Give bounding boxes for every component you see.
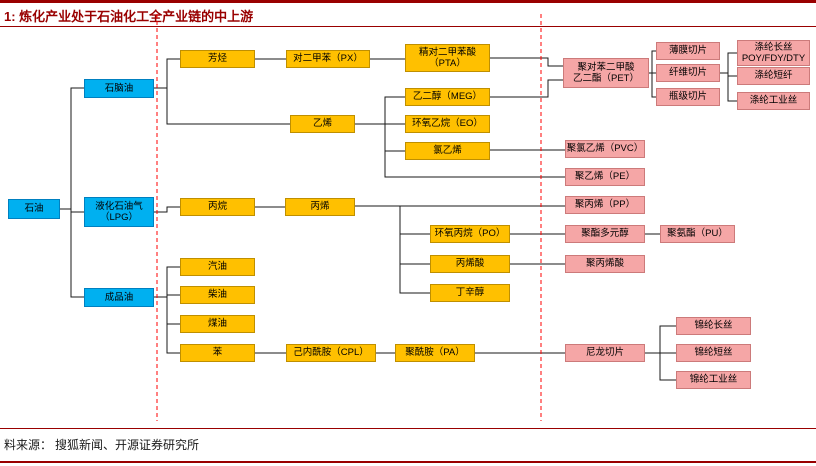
node-nylon_filament: 锦纶长丝 bbox=[676, 317, 751, 335]
node-lpg: 液化石油气（LPG） bbox=[84, 197, 154, 227]
edge-ethylene-pe bbox=[355, 123, 565, 178]
node-pe: 聚乙烯（PE） bbox=[565, 168, 645, 186]
edge-propylene-butanol bbox=[399, 206, 430, 294]
edge-oil-refined bbox=[60, 208, 84, 298]
node-propylene: 丙烯 bbox=[285, 198, 355, 216]
edge-lpg-propane bbox=[154, 206, 180, 213]
node-nylon_staple: 锦纶短丝 bbox=[676, 344, 751, 362]
node-pp: 聚丙烯（PP） bbox=[565, 196, 645, 214]
edge-refined-benzene bbox=[154, 296, 180, 354]
node-aromatics: 芳烃 bbox=[180, 50, 255, 68]
node-polyol: 聚酯多元醇 bbox=[565, 225, 645, 243]
node-px: 对二甲苯（PX） bbox=[286, 50, 370, 68]
edge-nylon_chip-nylon_industrial bbox=[645, 352, 676, 381]
node-kerosene: 煤油 bbox=[180, 315, 255, 333]
edge-meg-pet bbox=[490, 79, 563, 98]
node-pta: 精对二甲苯酸（PTA） bbox=[405, 44, 490, 72]
edge-fiber_chip-industrial_yarn bbox=[720, 72, 737, 102]
node-diesel: 柴油 bbox=[180, 286, 255, 304]
node-paa: 聚丙烯酸 bbox=[565, 255, 645, 273]
node-po: 环氧丙烷（PO） bbox=[430, 225, 510, 243]
node-cpl: 己内酰胺（CPL） bbox=[286, 344, 376, 362]
node-pu: 聚氨酯（PU） bbox=[660, 225, 735, 243]
node-acrylic_acid: 丙烯酸 bbox=[430, 255, 510, 273]
edge-pta-pet bbox=[490, 57, 563, 67]
node-naphtha: 石脑油 bbox=[84, 79, 154, 98]
bottom-border-rule bbox=[0, 461, 816, 463]
node-nylon_chip: 尼龙切片 bbox=[565, 344, 645, 362]
node-refined: 成品油 bbox=[84, 288, 154, 307]
node-butanol: 丁辛醇 bbox=[430, 284, 510, 302]
node-pet: 聚对苯二甲酸乙二酯（PET） bbox=[563, 58, 649, 88]
node-industrial_yarn: 涤纶工业丝 bbox=[737, 92, 810, 110]
node-gasoline: 汽油 bbox=[180, 258, 255, 276]
node-vcm: 氯乙烯 bbox=[405, 142, 490, 160]
node-film_chip: 薄膜切片 bbox=[656, 42, 720, 60]
node-pvc: 聚氯乙烯（PVC） bbox=[565, 140, 645, 158]
node-meg: 乙二醇（MEG） bbox=[405, 88, 490, 106]
title-underline-rule bbox=[0, 26, 816, 27]
footer-top-rule bbox=[0, 428, 816, 429]
node-propane: 丙烷 bbox=[180, 198, 255, 216]
node-ethylene: 乙烯 bbox=[290, 115, 355, 133]
node-staple: 涤纶短纤 bbox=[737, 67, 810, 85]
node-benzene: 苯 bbox=[180, 344, 255, 362]
figure-title: 1: 炼化产业处于石油化工全产业链的中上游 bbox=[4, 9, 254, 24]
node-fiber_chip: 纤维切片 bbox=[656, 64, 720, 82]
node-eo: 环氧乙烷（EO） bbox=[405, 115, 490, 133]
edge-naphtha-ethylene bbox=[154, 87, 290, 125]
source-note: 料来源： 搜狐新闻、开源证券研究所 bbox=[4, 438, 200, 452]
top-border-rule bbox=[0, 0, 816, 3]
edge-pet-bottle_chip bbox=[649, 72, 656, 98]
node-pa: 聚酰胺（PA） bbox=[395, 344, 475, 362]
node-nylon_industrial: 锦纶工业丝 bbox=[676, 371, 751, 389]
node-oil: 石油 bbox=[8, 199, 60, 219]
node-bottle_chip: 瓶级切片 bbox=[656, 88, 720, 106]
